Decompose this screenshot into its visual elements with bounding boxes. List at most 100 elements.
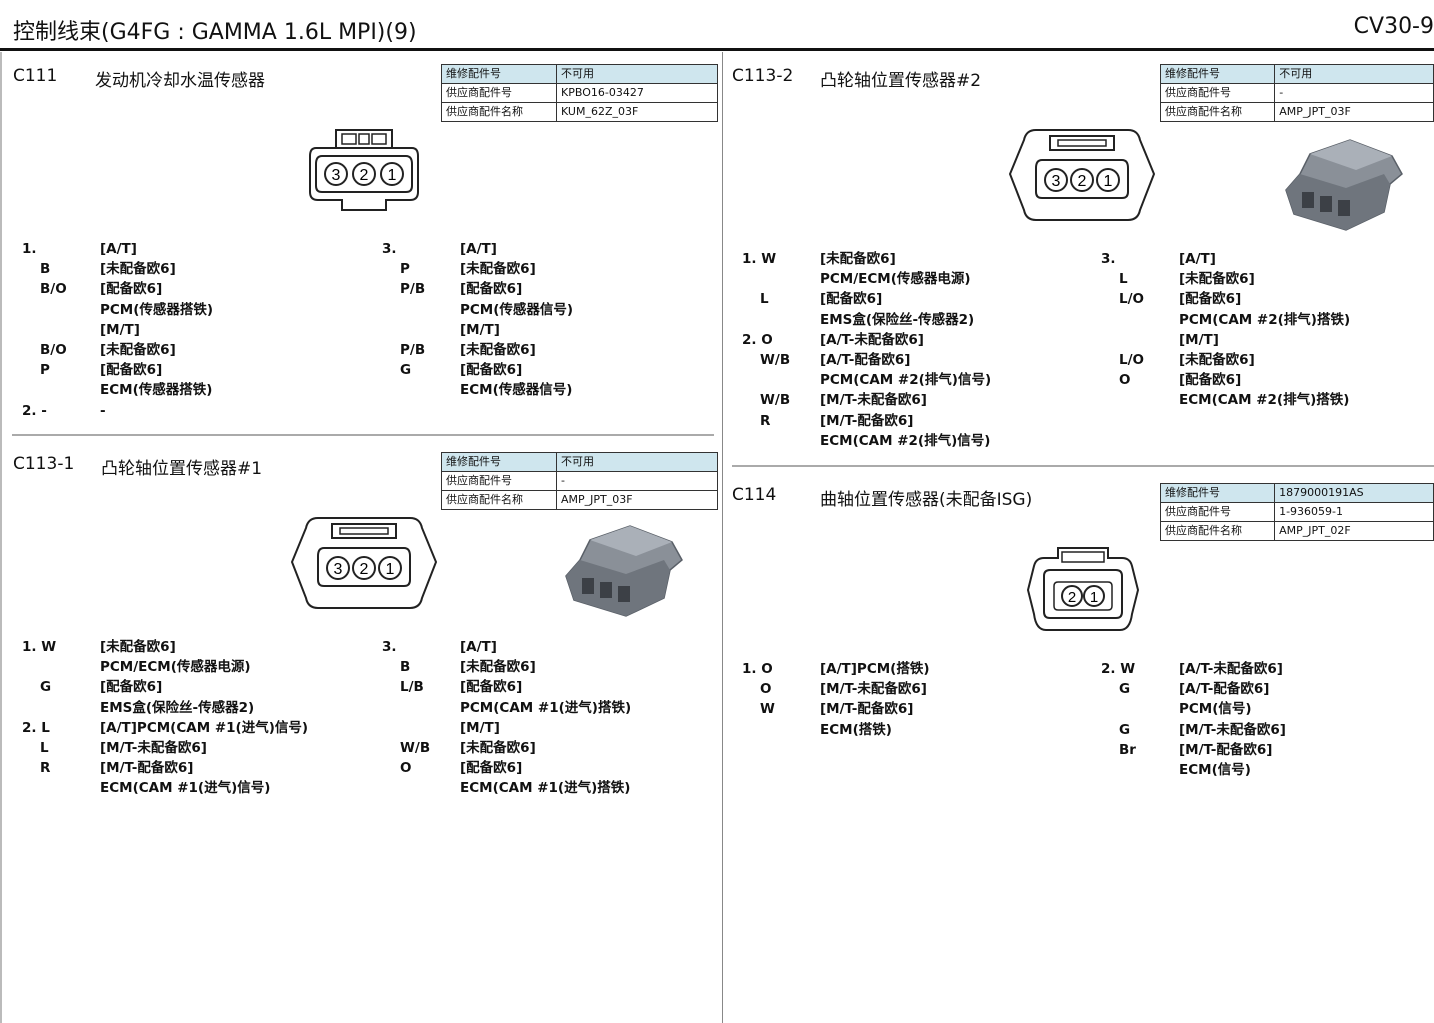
pin-description: [未配备欧6] xyxy=(100,639,176,655)
supplier-name-value: KUM_62Z_03F xyxy=(556,102,718,122)
pin-description: [配备欧6] xyxy=(460,281,523,298)
pin-wire-label: P xyxy=(400,261,410,278)
pin-description: [未配备欧6] xyxy=(1179,351,1255,368)
pin-description: [M/T] xyxy=(460,719,500,736)
pin-label: 1 xyxy=(386,561,395,578)
service-part-value: 不可用 xyxy=(556,64,718,84)
pin-wire-label: B xyxy=(400,659,411,676)
pin-description: [未配备欧6] xyxy=(460,739,536,756)
pin-label: 2 xyxy=(360,167,369,184)
connector-face-diagram: 3 2 1 xyxy=(1008,129,1156,221)
pin-description: [M/T-配备欧6] xyxy=(100,760,194,777)
pin-description: [A/T-配备欧6] xyxy=(1179,681,1270,698)
pin-wire-label: W/B xyxy=(760,351,791,368)
pin-description: [A/T] xyxy=(100,241,137,257)
pin-description: ECM(传感器信号) xyxy=(460,382,573,399)
pin-wire-label: L/B xyxy=(400,679,424,696)
service-part-label: 维修配件号 xyxy=(1159,64,1276,84)
pin-label: 3 xyxy=(332,167,341,184)
pin-wire-label: B xyxy=(40,261,51,278)
pin-wire-label: P/B xyxy=(400,341,426,358)
pin-wire-label: 2. W xyxy=(1101,661,1136,677)
pin-wire-label: 3. xyxy=(1101,251,1116,267)
section-divider xyxy=(12,434,714,436)
pin-description: ECM(信号) xyxy=(1179,761,1251,778)
left-border xyxy=(0,52,2,1023)
service-part-label: 维修配件号 xyxy=(441,452,557,472)
pin-wire-label: R xyxy=(760,412,771,429)
pin-wire-label: W/B xyxy=(760,392,791,409)
pin-wire-label: W/B xyxy=(400,739,431,756)
supplier-part-label: 供应商配件号 xyxy=(441,83,557,103)
pin-wire-label: P/B xyxy=(400,281,426,298)
pin-wire-label: R xyxy=(40,760,51,777)
pin-wire-label: W xyxy=(760,701,775,718)
pin-label: 1 xyxy=(1104,173,1113,190)
pin-description: [M/T-配备欧6] xyxy=(820,412,914,429)
pin-description: ECM(CAM #1(进气)信号) xyxy=(100,780,271,797)
page-title: 控制线束(G4FG : GAMMA 1.6L MPI)(9) xyxy=(13,20,417,45)
pin-description: PCM/ECM(传感器电源) xyxy=(820,271,971,288)
pin-wire-label: 1. W xyxy=(22,639,57,655)
pin-description: ECM(CAM #2(排气)搭铁) xyxy=(1179,392,1350,409)
pin-wire-label: B/O xyxy=(40,281,67,298)
page-header: 控制线束(G4FG : GAMMA 1.6L MPI)(9) CV30-9 xyxy=(0,0,1434,51)
pin-description: [未配备欧6] xyxy=(100,341,176,358)
service-part-value: 不可用 xyxy=(556,452,718,472)
supplier-part-value: KPBO16-03427 xyxy=(556,83,718,103)
pin-description: [配备欧6] xyxy=(100,679,163,696)
pin-wire-label: 2. - xyxy=(22,402,47,419)
pin-description: PCM/ECM(传感器电源) xyxy=(100,659,251,676)
column-divider xyxy=(722,52,723,1023)
pin-wire-label: L/O xyxy=(1119,351,1145,368)
pin-wire-label: 3. xyxy=(382,639,397,655)
pin-description: [配备欧6] xyxy=(820,291,883,308)
pin-wire-label: G xyxy=(1119,681,1131,698)
pin-description: [未配备欧6] xyxy=(460,341,536,358)
pin-description: PCM(CAM #2(排气)信号) xyxy=(820,372,992,389)
supplier-part-value: - xyxy=(556,471,718,491)
pin-wire-label: G xyxy=(40,679,52,696)
pin-description: [M/T] xyxy=(100,321,140,338)
pin-label: 2 xyxy=(1078,173,1087,190)
supplier-name-value: AMP_JPT_03F xyxy=(1274,102,1434,122)
connector-face-diagram: 3 2 1 xyxy=(290,517,438,609)
pin-wire-label: P xyxy=(40,362,50,379)
pin-description: [M/T-未配备欧6] xyxy=(1179,721,1286,738)
pin-label: 3 xyxy=(1052,173,1061,190)
pin-description: [M/T-未配备欧6] xyxy=(100,739,207,756)
supplier-part-label: 供应商配件号 xyxy=(1159,502,1276,522)
pin-description: [M/T] xyxy=(1179,331,1219,348)
pin-description: PCM(传感器信号) xyxy=(460,301,574,318)
pin-description: [A/T] xyxy=(1179,251,1216,267)
pin-description: - xyxy=(100,402,106,419)
pin-description: [M/T-配备欧6] xyxy=(1179,741,1273,758)
pin-wire-label: 2. L xyxy=(22,719,50,736)
pin-description: ECM(传感器搭铁) xyxy=(100,382,213,399)
supplier-name-label: 供应商配件名称 xyxy=(441,490,557,510)
pin-description: [未配备欧6] xyxy=(100,261,176,278)
pin-description: [A/T-未配备欧6] xyxy=(820,331,924,348)
pin-description: [A/T]PCM(CAM #1(进气)信号) xyxy=(100,719,309,736)
pin-wire-label: Br xyxy=(1119,741,1136,758)
pin-description: [配备欧6] xyxy=(460,362,523,379)
pin-description: [M/T-未配备欧6] xyxy=(820,392,927,409)
pin-description: [未配备欧6] xyxy=(820,251,896,267)
pin-description: EMS盒(保险丝-传感器2) xyxy=(100,699,255,716)
pin-wire-label: O xyxy=(1119,372,1131,389)
supplier-part-label: 供应商配件号 xyxy=(1159,83,1276,103)
pin-description: [A/T-配备欧6] xyxy=(820,351,911,368)
connector-id: C111 xyxy=(13,66,58,86)
pin-wire-label: B/O xyxy=(40,341,67,358)
pin-label: 3 xyxy=(334,561,343,578)
pin-wire-label: G xyxy=(1119,721,1131,738)
pin-label: 2 xyxy=(360,561,369,578)
pin-description: EMS盒(保险丝-传感器2) xyxy=(820,311,975,328)
pin-description: ECM(CAM #1(进气)搭铁) xyxy=(460,780,631,797)
pin-wire-label: L xyxy=(760,291,769,308)
pin-wire-label: 1. xyxy=(22,241,37,257)
connector-photo xyxy=(1285,139,1403,231)
